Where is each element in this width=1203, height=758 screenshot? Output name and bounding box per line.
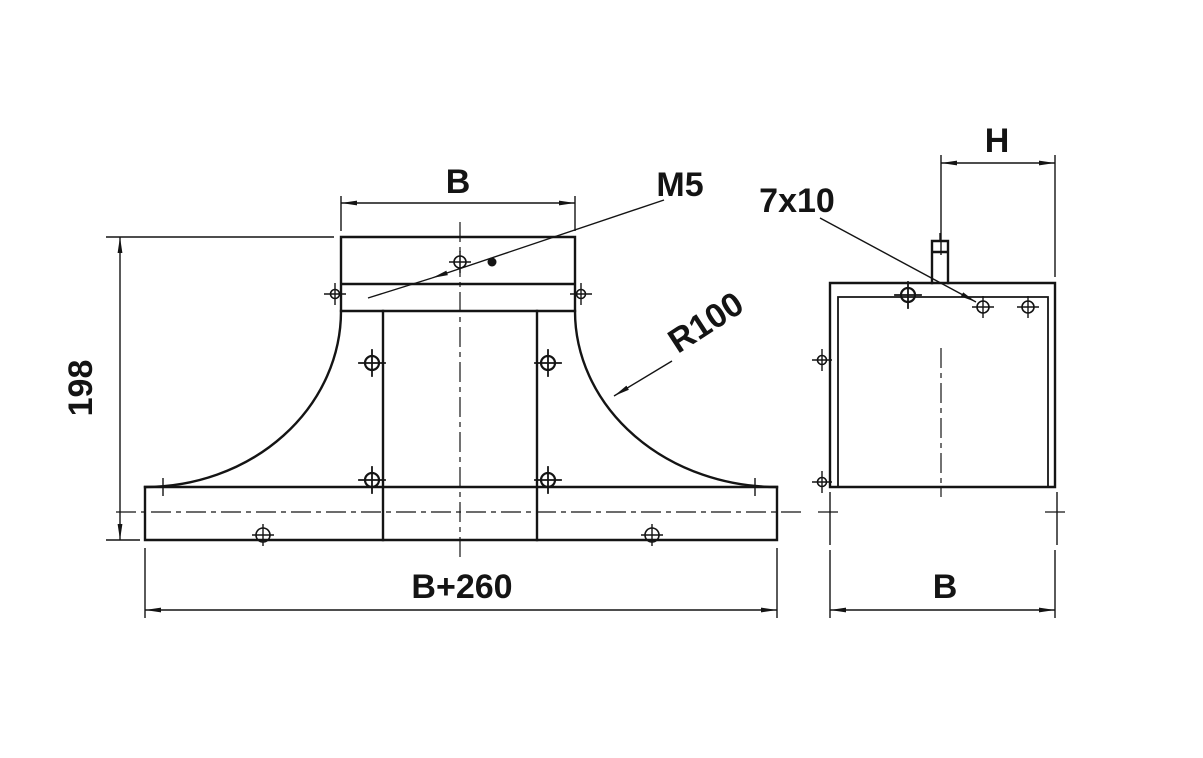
base-hole-left: [252, 524, 274, 546]
front-outline: [143, 235, 779, 542]
front-base-flange: [143, 485, 779, 542]
dim-extension-lines: [829, 550, 1056, 618]
dim-label-top-width: B: [446, 163, 471, 201]
front-callout-r100: R100: [613, 285, 751, 397]
dim-label-height: 198: [62, 360, 100, 417]
flange-side-screw-left: [324, 283, 346, 305]
front-centerlines: [116, 222, 806, 562]
side-slot-hole-2: [1017, 296, 1039, 318]
column-bolt-bottom-left: [358, 466, 386, 494]
side-body-rect: [828, 281, 1057, 489]
front-holes: [154, 251, 764, 546]
side-top-bolt: [894, 281, 922, 309]
dim-label-base-width: B+260: [411, 568, 512, 606]
dim-label-top-offset: H: [985, 122, 1010, 160]
side-wall-screw-bottom: [812, 471, 832, 493]
r100-leader-line: [613, 360, 673, 397]
base-hole-right: [641, 524, 663, 546]
front-top-flange: [339, 235, 577, 313]
side-outline: [818, 233, 1069, 545]
side-wall-screw-top: [812, 349, 832, 371]
side-dim-top-offset: H: [940, 122, 1056, 277]
dim-extension-lines: [340, 196, 576, 231]
side-holes: [812, 281, 1039, 493]
front-view: [116, 222, 806, 562]
flange-side-screw-right: [570, 283, 592, 305]
thread-callout-label: M5: [656, 166, 703, 204]
side-slot-hole-1: [972, 296, 994, 318]
radius-callout-label: R100: [662, 285, 751, 361]
dim-extension-lines: [144, 548, 778, 618]
side-dim-width: B: [829, 550, 1056, 618]
dim-extension-lines: [106, 236, 334, 541]
front-dim-base-width: B+260: [144, 548, 778, 618]
thread-hole-m5: [449, 251, 471, 273]
small-hole-dot: [487, 257, 497, 267]
side-inner-edges: [837, 296, 1049, 488]
side-view: [812, 233, 1069, 545]
m5-leader-tail: [367, 277, 433, 299]
side-top-stud: [930, 239, 950, 285]
front-callout-m5: M5: [367, 166, 704, 299]
dim-extension-lines: [940, 155, 1056, 277]
front-dim-top-width: B: [340, 163, 576, 231]
m5-leader-line: [431, 199, 665, 279]
front-left-fillet-curve: [143, 309, 343, 489]
slot-leader-line: [819, 217, 977, 303]
column-bolt-bottom-right: [534, 466, 562, 494]
side-callout-slot: 7x10: [759, 182, 977, 303]
front-right-fillet-curve: [573, 309, 779, 489]
front-dim-height: 198: [62, 236, 334, 541]
base-edge-mark-right: [746, 478, 764, 496]
column-bolt-top-right: [534, 349, 562, 377]
thread-hole-cross: [449, 251, 471, 273]
dim-label-side-width: B: [933, 568, 958, 606]
base-edge-mark-left: [154, 478, 172, 496]
column-bolt-top-left: [358, 349, 386, 377]
slot-callout-label: 7x10: [759, 182, 835, 220]
front-column-edges: [381, 309, 539, 542]
